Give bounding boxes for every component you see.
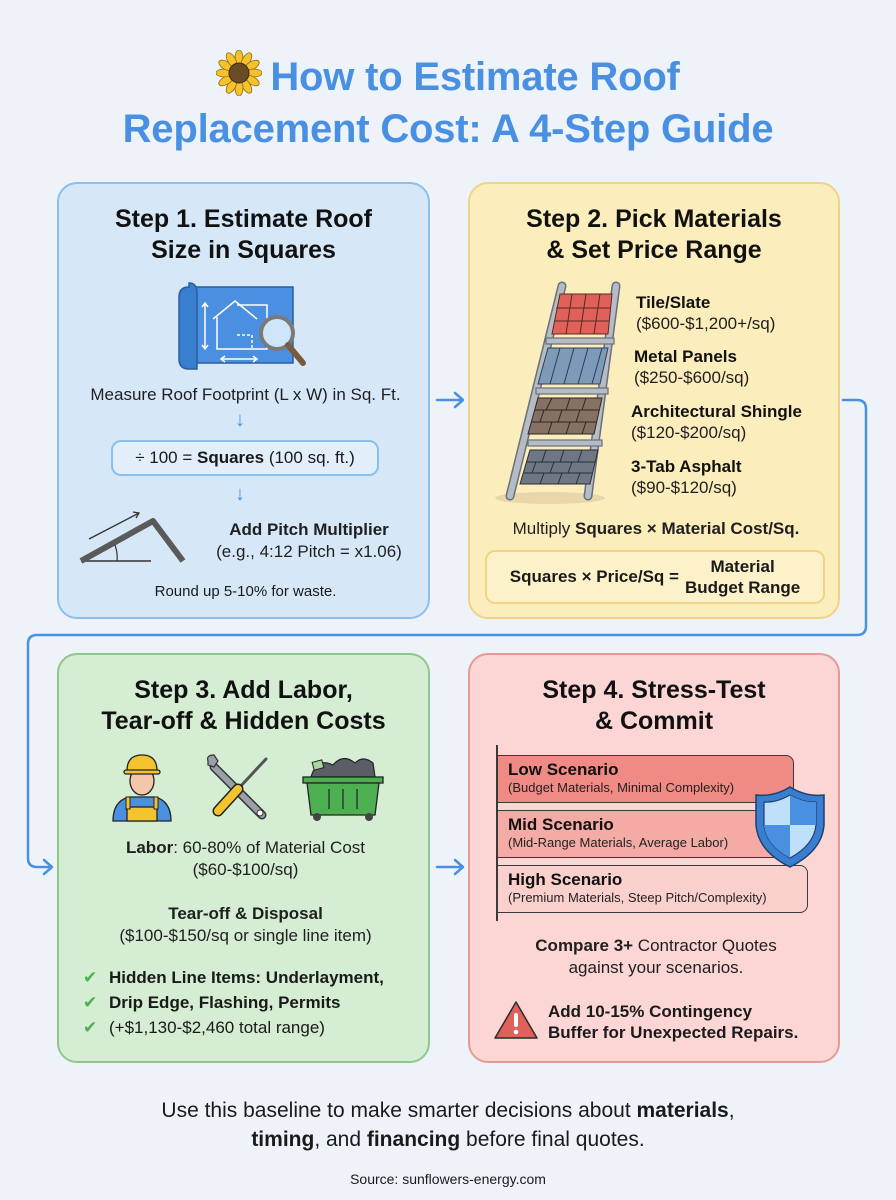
measure-footprint-text: Measure Roof Footprint (L x W) in Sq. Ft…: [90, 385, 401, 404]
material-tile-slate: Tile/Slate ($600-$1,200+/sq): [636, 293, 776, 333]
shield-icon: [755, 786, 825, 868]
compare-quotes: Compare 3+ Contractor Quotes against you…: [535, 936, 777, 977]
labor-cost: Labor: 60-80% of Material Cost ($60-$100…: [125, 838, 366, 879]
waste-note: Round up 5-10% for waste.: [154, 583, 337, 600]
scenario-mid: Mid Scenario (Mid-Range Materials, Avera…: [498, 810, 794, 858]
step3-card: Step 3. Add Labor, Tear-off & Hidden Cos…: [57, 653, 430, 1063]
worker-icon: [112, 754, 172, 822]
arrow-down-icon: ↓: [235, 483, 245, 505]
checkmark-icon: ✔: [83, 993, 98, 1012]
checklist-item: ✔(+$1,130-$2,460 total range): [83, 1015, 384, 1040]
step3-heading: Step 3. Add Labor, Tear-off & Hidden Cos…: [101, 676, 386, 735]
page-title: How to Estimate Roof Replacement Cost: A…: [0, 50, 896, 155]
step1-card: Step 1. Estimate Roof Size in Squares Me…: [57, 182, 430, 619]
step1-heading: Step 1. Estimate Roof Size in Squares: [115, 205, 372, 264]
scenario-high: High Scenario (Premium Materials, Steep …: [498, 865, 808, 913]
multiply-instruction: Multiply Squares × Material Cost/Sq.: [512, 519, 800, 538]
material-metal-panels: Metal Panels ($250-$600/sq): [634, 347, 750, 387]
step2-card: Step 2. Pick Materials & Set Price Range: [468, 182, 840, 619]
scenario-axis: [496, 745, 498, 921]
material-budget-formula: Squares × Price/Sq = Material Budget Ran…: [485, 550, 825, 604]
step2-heading: Step 2. Pick Materials & Set Price Range: [526, 205, 782, 264]
material-architectural-shingle: Architectural Shingle ($120-$200/sq): [631, 402, 802, 442]
tearoff-cost: Tear-off & Disposal ($100-$150/sq or sin…: [119, 904, 372, 945]
roof-pitch-icon: [79, 511, 186, 564]
hidden-costs-checklist: ✔Hidden Line Items: Underlayment, ✔Drip …: [83, 965, 384, 1040]
checkmark-icon: ✔: [83, 1018, 98, 1037]
sunflower-icon: [216, 50, 263, 96]
checklist-item: ✔Drip Edge, Flashing, Permits: [83, 990, 384, 1015]
footer-summary: Use this baseline to make smarter decisi…: [161, 1099, 735, 1151]
checkmark-icon: ✔: [83, 968, 98, 987]
step4-heading: Step 4. Stress-Test & Commit: [542, 676, 766, 735]
title-line2: Replacement Cost: A 4-Step Guide: [122, 107, 774, 151]
connector-arrow-2-3: [26, 398, 868, 869]
dumpster-icon: [302, 757, 384, 821]
squares-formula-pill: ÷ 100 = Squares (100 sq. ft.): [111, 440, 379, 476]
pitch-multiplier: Add Pitch Multiplier (e.g., 4:12 Pitch =…: [216, 520, 402, 561]
contingency-note: Add 10-15% Contingency Buffer for Unexpe…: [548, 1002, 799, 1042]
source-credit: Source: sunflowers-energy.com: [350, 1171, 546, 1187]
checklist-item: ✔Hidden Line Items: Underlayment,: [83, 965, 384, 990]
arrow-down-icon: ↓: [235, 409, 245, 431]
scenario-low: Low Scenario (Budget Materials, Minimal …: [498, 755, 794, 803]
step4-card: Step 4. Stress-Test & Commit Low Scenari…: [468, 653, 840, 1063]
material-ladder-icon: [495, 281, 621, 504]
warning-icon: [494, 1001, 538, 1039]
blueprint-magnifier-icon: [178, 282, 306, 370]
material-3tab-asphalt: 3-Tab Asphalt ($90-$120/sq): [631, 457, 742, 497]
title-line1: How to Estimate Roof: [270, 55, 680, 99]
tools-icon: [207, 754, 268, 820]
